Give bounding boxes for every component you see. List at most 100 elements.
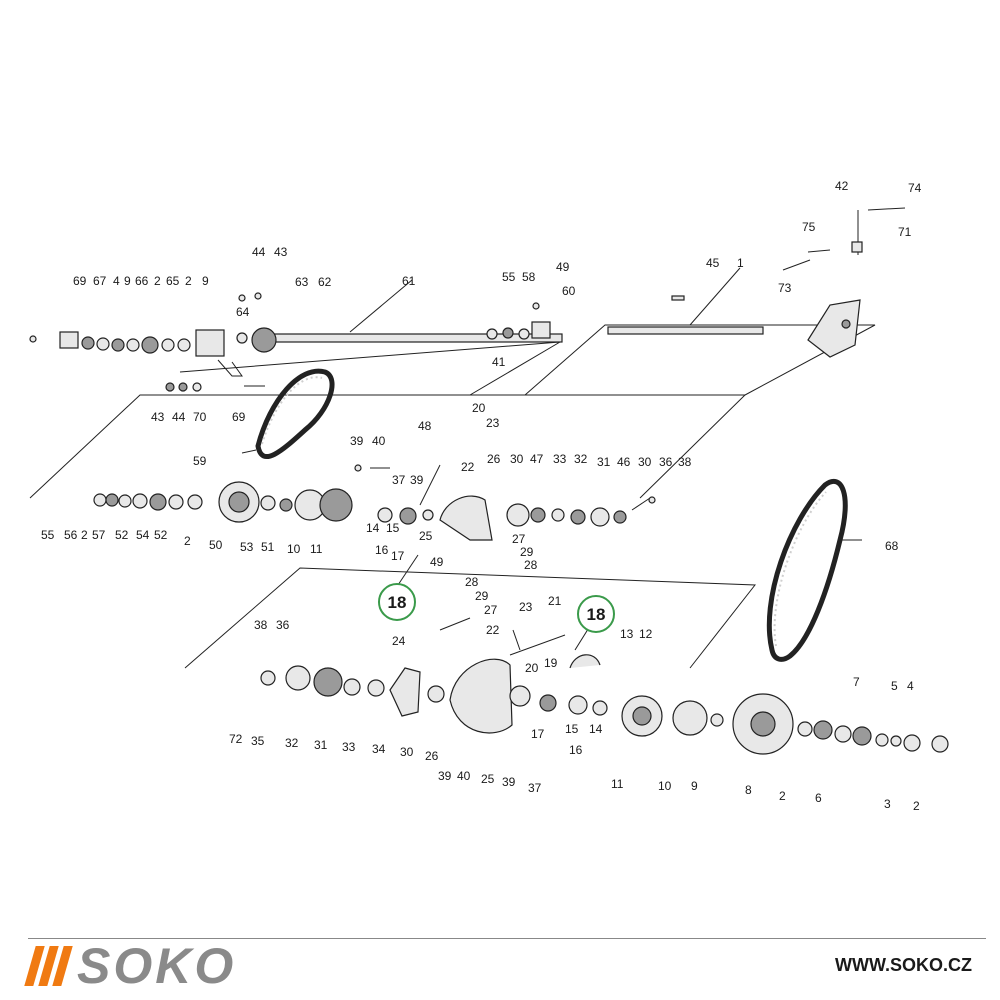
callout-18-right: 18 (577, 595, 615, 633)
ring-58 (502, 327, 514, 339)
part-label: 30 (510, 452, 524, 466)
part-label: 19 (544, 656, 558, 670)
sleeve-31 (343, 678, 361, 696)
pulley-50-hub (228, 491, 250, 513)
part-label: 16 (375, 543, 389, 557)
part-label: 17 (531, 727, 545, 741)
part-label: 74 (908, 181, 922, 195)
ring-57 (118, 494, 132, 508)
part-label: 70 (193, 410, 207, 424)
bearing-32 (313, 667, 343, 697)
pin-74 (867, 207, 906, 211)
section-outline-middle (29, 394, 747, 499)
part-label: 44 (172, 410, 186, 424)
lower-row-parts (260, 617, 949, 755)
pulley-8-hub (750, 711, 776, 737)
sleeve-60 (531, 321, 551, 339)
part-label: 4 (113, 274, 120, 288)
part-label: 2 (81, 528, 88, 542)
part-label: 31 (314, 738, 328, 752)
part-label: 39 (502, 775, 516, 789)
seal-35 (285, 665, 311, 691)
pin-36 (631, 497, 651, 511)
pin-75 (807, 249, 831, 253)
middle-row-parts (93, 464, 656, 541)
bracket-18 (569, 654, 601, 669)
part-label: 49 (556, 260, 570, 274)
part-label: 29 (475, 589, 489, 603)
part-label: 33 (342, 740, 356, 754)
part-label: 2 (154, 274, 161, 288)
lever-21 (509, 634, 566, 656)
nut-4 (890, 735, 902, 747)
key-45 (671, 295, 685, 301)
part-label: 2 (779, 789, 786, 803)
part-label: 46 (617, 455, 631, 469)
top-right-shaft-assembly (607, 207, 906, 358)
ring-14 (592, 700, 608, 716)
part-label: 50 (209, 538, 223, 552)
part-label: 20 (472, 401, 486, 415)
part-label: 47 (530, 452, 544, 466)
part-label: 40 (372, 434, 386, 448)
ring-30 (506, 503, 530, 527)
ring-32 (570, 509, 586, 525)
part-label: 39 (438, 769, 452, 783)
bracket-64 (195, 329, 225, 357)
part-label: 15 (386, 521, 400, 535)
part-label: 54 (136, 528, 150, 542)
ring-17 (422, 509, 434, 521)
ring-55 (93, 493, 107, 507)
nut-38 (648, 496, 656, 504)
website-link[interactable]: WWW.SOKO.CZ (835, 955, 972, 975)
leader-callout-18a (397, 554, 419, 586)
part-label: 45 (706, 256, 720, 270)
part-label: 8 (745, 783, 752, 797)
part-label: 26 (425, 749, 439, 763)
part-label: 36 (276, 618, 290, 632)
part-label: 56 (64, 528, 78, 542)
spring-23 (512, 629, 521, 651)
nut-44b (178, 382, 188, 392)
ring-55 (486, 328, 498, 340)
lever-block (851, 241, 863, 253)
ring-46 (613, 510, 627, 524)
ring-17 (539, 694, 557, 712)
labels-middle: 20 23 48 39 40 37 39 22 26 30 47 33 32 3… (41, 401, 692, 572)
part-label: 59 (193, 454, 207, 468)
leader-1 (689, 267, 741, 326)
ring-53 (260, 495, 276, 511)
part-label: 75 (802, 220, 816, 234)
part-label: 1 (737, 256, 744, 270)
ring-47 (530, 507, 546, 523)
ring-33 (367, 679, 385, 697)
ring-33 (551, 508, 565, 522)
part-label: 27 (484, 603, 498, 617)
part-label: 14 (366, 521, 380, 535)
gear-63 (251, 327, 277, 353)
part-label: 52 (115, 528, 129, 542)
part-label: 44 (252, 245, 266, 259)
part-label: 60 (562, 284, 576, 298)
part-label: 17 (391, 549, 405, 563)
nut-44 (238, 294, 246, 302)
pin-49 (532, 302, 540, 310)
part-label: 32 (574, 452, 588, 466)
gearbox-hole (841, 319, 851, 329)
nut-39 (354, 464, 362, 472)
part-label: 37 (392, 473, 406, 487)
part-65 (141, 336, 159, 354)
part-label: 40 (457, 769, 471, 783)
callout-label: 18 (587, 605, 606, 624)
bracket-link (217, 359, 243, 377)
bearing-15 (568, 695, 588, 715)
part-67 (59, 331, 79, 349)
part-label: 27 (512, 532, 526, 546)
leader-lines (241, 267, 862, 651)
part-label: 48 (418, 419, 432, 433)
part-label: 9 (691, 779, 698, 793)
callout-label: 18 (388, 593, 407, 612)
ring-41 (518, 328, 530, 340)
ring-9 (710, 713, 724, 727)
bearing-54 (149, 493, 167, 511)
